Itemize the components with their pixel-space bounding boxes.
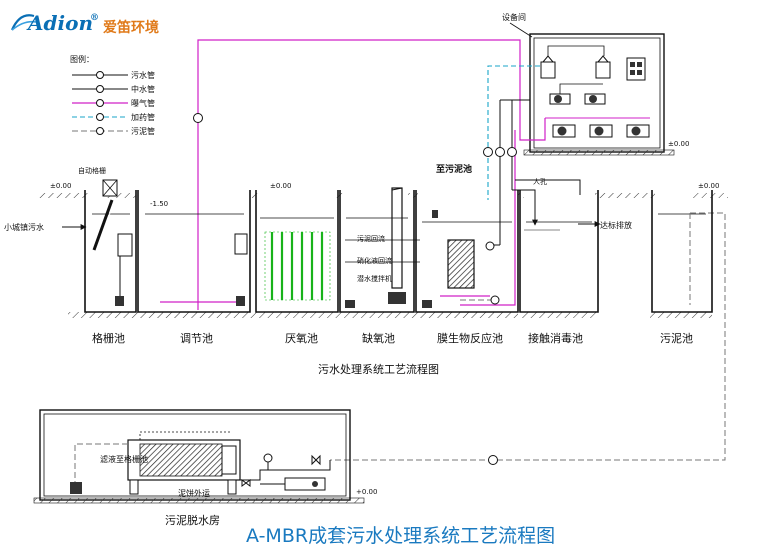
filtrate-return-label: 滤液至格栅池 (100, 454, 148, 464)
blower-pump-icon (549, 93, 650, 138)
pipe-network (62, 39, 726, 465)
room-floor-label: +0.00 (356, 488, 377, 496)
tank-name: 缺氧池 (362, 331, 395, 345)
ground-level-label: ±0.00 (270, 182, 291, 190)
tank-name: 膜生物反应池 (437, 331, 503, 345)
legend-label: 加药管 (131, 112, 155, 122)
ground-level-label: ±0.00 (50, 182, 71, 190)
legend-label: 污泥管 (131, 126, 155, 136)
brand-logo: Adion ® 爱笛环境 (10, 11, 159, 36)
membrane-module-icon (270, 232, 324, 300)
town-sewage-label: 小城镇污水 (4, 222, 44, 232)
mbr-membrane-icon (447, 239, 475, 289)
pipe-marker-icon (193, 113, 203, 123)
to-sludge-tank-label: 至污泥池 (436, 163, 472, 175)
aeration-mbr-pipe (460, 130, 516, 306)
tank-anaerobic (255, 190, 339, 313)
control-panel-icon (626, 57, 646, 81)
legend-item-sludge: 污泥管 (72, 126, 155, 136)
pump-icon (115, 296, 124, 306)
nitrification-reflux-label: 硝化液回流 (357, 256, 392, 265)
manhole-label: 人孔 (533, 178, 547, 186)
pipe-marker-icon (488, 455, 498, 465)
tank-screen: 自动格栅 (78, 166, 137, 313)
sludge-transfer-pipe (330, 212, 726, 461)
tank-names: 格栅池 调节池 厌氧池 缺氧池 膜生物反应池 接触消毒池 污泥池 (92, 331, 693, 345)
pump-icon (345, 300, 355, 308)
logo-swoosh-icon (10, 14, 37, 31)
dewatering-room-name: 污泥脱水房 (165, 513, 220, 527)
pump-icon (70, 482, 82, 494)
logo-text: Adion (26, 11, 93, 35)
valve-icon (241, 454, 321, 487)
equipment-room: 设备间 ±0.00 (502, 12, 689, 156)
discharge-label: 达标排放 (600, 220, 632, 230)
company-name: 爱笛环境 (103, 19, 159, 36)
tank-equalization (137, 190, 251, 313)
pipe-marker-icon (495, 147, 505, 157)
legend-label: 曝气管 (131, 98, 155, 108)
auto-screen-label: 自动格栅 (78, 166, 106, 175)
registered-mark: ® (90, 13, 99, 23)
legend-item-reclaim: 中水管 (72, 84, 155, 94)
filter-press-icon (127, 431, 241, 495)
sludge-cake-out-label: 泥饼外运 (178, 488, 210, 498)
pressure-gauge-icon (263, 453, 273, 470)
tank-mbr (415, 190, 519, 313)
pump-icon (422, 300, 432, 308)
legend-item-aeration: 曝气管 (72, 98, 155, 108)
equipment-room-label: 设备间 (502, 12, 526, 22)
dewatering-room: +0.00 滤液至格栅池 泥饼外运 (33, 409, 377, 504)
aeration-main-pipe (197, 39, 535, 310)
filtrate-return-pipe (74, 443, 128, 485)
dosing-pipe (487, 65, 540, 150)
tank-name: 调节池 (180, 332, 213, 345)
legend-label: 中水管 (131, 84, 155, 94)
process-caption: 污水处理系统工艺流程图 (318, 362, 439, 376)
pipe-marker-icon (507, 147, 517, 157)
pipe-marker-icon (483, 147, 493, 157)
diagram-title: A-MBR成套污水处理系统工艺流程图 (246, 525, 555, 547)
tank-disinfection: 人孔 (519, 178, 599, 313)
screw-pump-icon (284, 477, 326, 491)
submersible-mixer-label: 潜水搅拌机 (357, 274, 392, 283)
water-level-label: -1.50 (150, 200, 168, 208)
legend: 图例： 污水管 中水管 曝气管 加药管 污泥管 (70, 54, 155, 136)
legend-label: 污水管 (131, 70, 155, 80)
tank-name: 污泥池 (660, 332, 693, 345)
pump-icon (236, 296, 245, 306)
submersible-mixer-icon (388, 292, 406, 304)
legend-title: 图例： (70, 54, 94, 64)
room-level-label: ±0.00 (668, 140, 689, 148)
tank-name: 厌氧池 (285, 331, 318, 345)
tank-sludge (651, 190, 713, 313)
legend-item-dosing: 加药管 (72, 112, 155, 122)
pipe-marker-icon (490, 295, 500, 305)
tank-name: 接触消毒池 (528, 331, 583, 345)
legend-item-sewage: 污水管 (72, 70, 155, 80)
sludge-reflux-label: 污泥回流 (357, 234, 385, 243)
ground-line: ±0.00 ±0.00 ±0.00 -1.50 (38, 182, 728, 208)
tank-name: 格栅池 (92, 331, 125, 345)
dosing-tank-icon (540, 55, 611, 79)
pipe-marker-icon (485, 241, 495, 251)
tank-anoxic: 污泥回流 硝化液回流 潜水搅拌机 (339, 187, 415, 313)
ground-level-label: ±0.00 (698, 182, 719, 190)
tank-row: 自动格栅 (68, 166, 713, 318)
